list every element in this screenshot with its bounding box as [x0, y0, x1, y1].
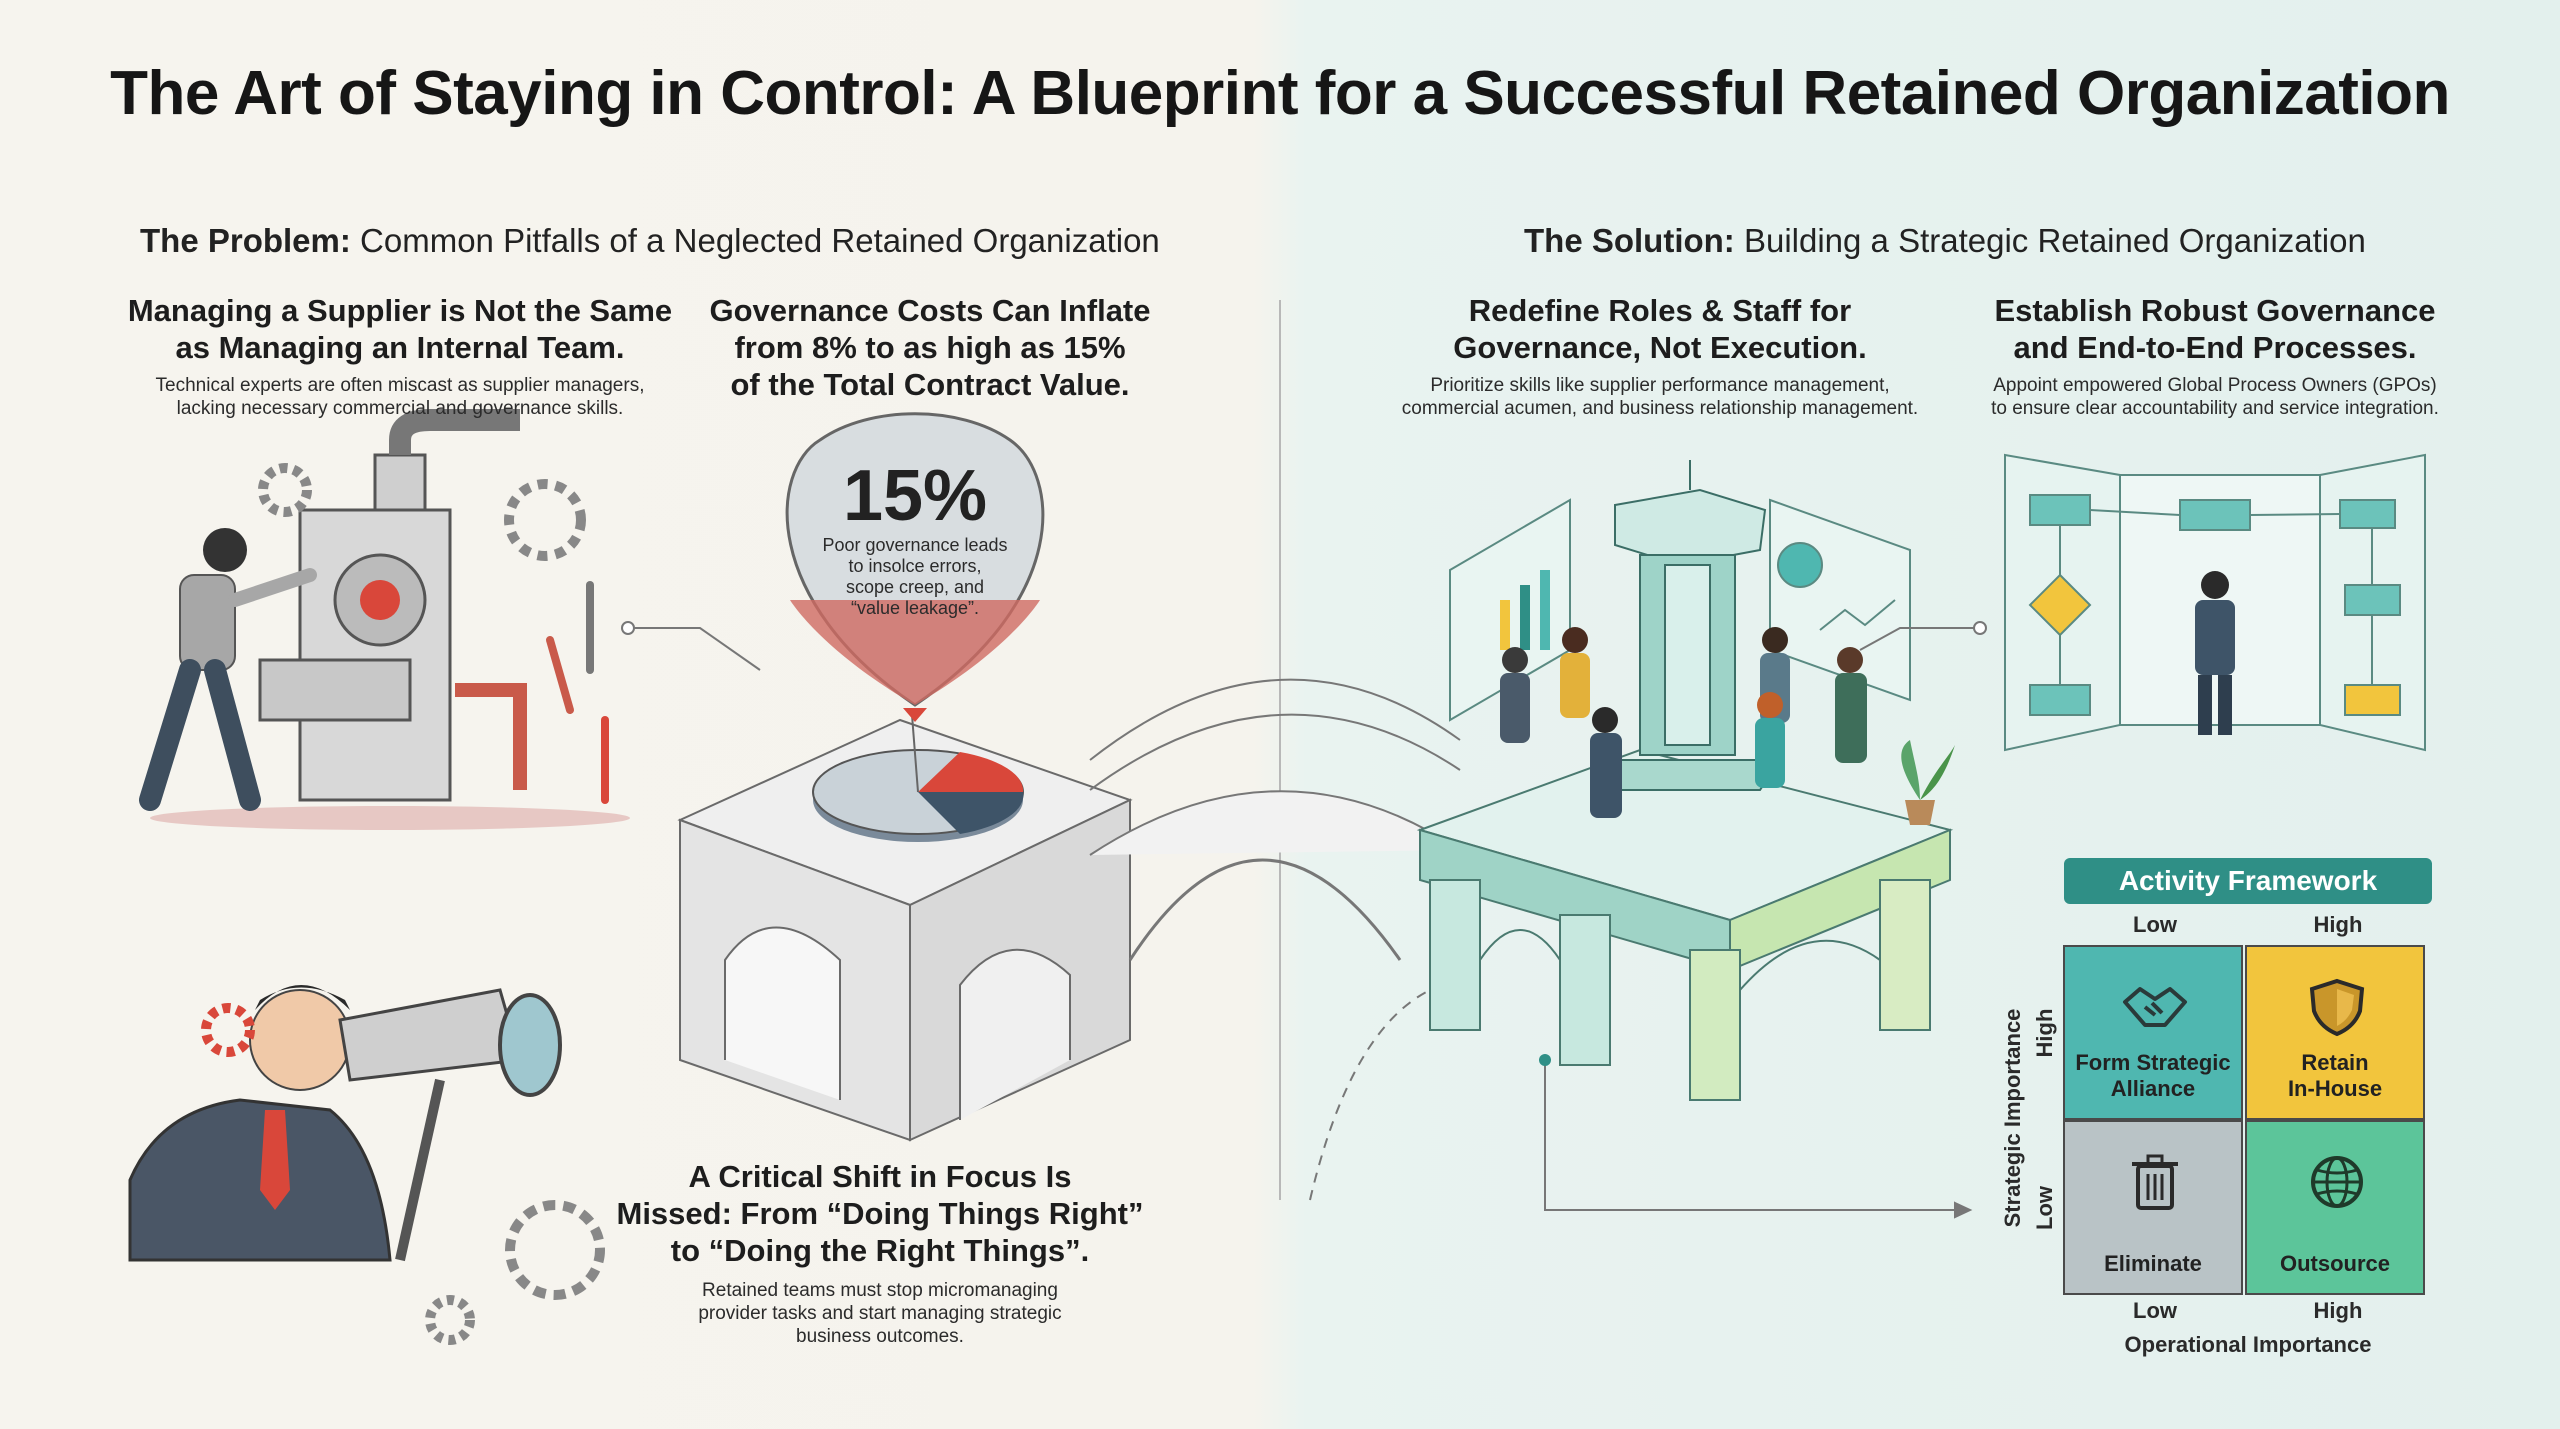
solution-subtitle: Building a Strategic Retained Organizati…: [1743, 222, 2366, 259]
problem-subtitle: Common Pitfalls of a Neglected Retained …: [360, 222, 1160, 259]
telescope-businessman-illustration: [128, 985, 562, 1262]
body-line: provider tasks and start managing strate…: [698, 1303, 1062, 1324]
balloon-icon: [785, 412, 1045, 793]
control-tower-icon: [1598, 460, 1782, 791]
block-heading: Governance Costs Can Inflate from 8% to …: [680, 292, 1180, 403]
cell-eliminate: Eliminate: [2063, 1120, 2243, 1295]
cell-outsource: Outsource: [2245, 1120, 2425, 1295]
solution-section-heading: The Solution: Building a Strategic Retai…: [1524, 222, 2366, 260]
body-line: business outcomes.: [796, 1326, 964, 1347]
block-body: Retained teams must stop micromanaging p…: [600, 1279, 1160, 1348]
cell-label: Retain In-House: [2288, 1050, 2382, 1102]
balloon-line: scope creep, and: [845, 577, 985, 597]
people-group-icon: [1500, 627, 1867, 818]
solution-label: The Solution:: [1524, 222, 1735, 259]
block-heading: Establish Robust Governance and End-to-E…: [1930, 292, 2500, 366]
problem-block-critical-shift: A Critical Shift in Focus Is Missed: Fro…: [600, 1158, 1160, 1348]
connector-lines: [621, 621, 1987, 1219]
body-line: Appoint empowered Global Process Owners …: [1993, 375, 2437, 396]
cell-form-strategic-alliance: Form Strategic Alliance: [2063, 945, 2243, 1120]
cell-label-line: Outsource: [2279, 1251, 2391, 1276]
presenter-icon: [2195, 571, 2235, 735]
bridge: [1089, 678, 1461, 961]
pie-chart-icon: [812, 749, 1024, 842]
gear-icon: [201, 1003, 605, 1345]
heading-line: from 8% to as high as 15%: [734, 330, 1126, 365]
x-axis-low-bottom: Low: [2133, 1298, 2177, 1323]
heading-line: Governance Costs Can Inflate: [709, 293, 1151, 328]
body-line: Technical experts are often miscast as s…: [155, 375, 645, 396]
cell-label: Form Strategic Alliance: [2075, 1050, 2230, 1102]
cell-label-line: Retain: [2301, 1050, 2369, 1075]
y-axis-high: High: [2032, 1008, 2057, 1058]
y-axis-label: Strategic Importance: [2000, 1008, 2025, 1228]
problem-block-governance-costs: Governance Costs Can Inflate from 8% to …: [680, 292, 1180, 403]
heading-line: Managing a Supplier is Not the Same: [127, 293, 673, 328]
body-line: to ensure clear accountability and servi…: [1991, 398, 2439, 419]
x-axis-label: Operational Importance: [2124, 1332, 2372, 1357]
wrench-icon: [546, 581, 609, 804]
problem-label: The Problem:: [140, 222, 351, 259]
heading-line: of the Total Contract Value.: [730, 367, 1130, 402]
body-line: lacking necessary commercial and governa…: [176, 398, 624, 419]
body-line: commercial acumen, and business relation…: [1401, 398, 1919, 419]
cell-label: Outsource: [2280, 1251, 2390, 1277]
heading-line: and End-to-End Processes.: [2013, 330, 2417, 365]
problem-block-supplier: Managing a Supplier is Not the Same as M…: [60, 292, 740, 420]
cell-label: Eliminate: [2104, 1251, 2202, 1277]
problem-section-heading: The Problem: Common Pitfalls of a Neglec…: [140, 222, 1160, 260]
body-line: Prioritize skills like supplier performa…: [1430, 375, 1890, 396]
block-heading: A Critical Shift in Focus Is Missed: Fro…: [600, 1158, 1160, 1269]
cell-label-line: Eliminate: [2104, 1251, 2202, 1276]
heading-line: Establish Robust Governance: [1994, 293, 2436, 328]
balloon-line: “value leakage”.: [850, 598, 980, 618]
right-teal-platform: [1416, 748, 1954, 1101]
heading-line: as Managing an Internal Team.: [175, 330, 625, 365]
heading-line: Governance, Not Execution.: [1453, 330, 1867, 365]
block-body: Technical experts are often miscast as s…: [60, 374, 740, 420]
cell-label-line: Form Strategic: [2075, 1050, 2231, 1075]
block-body: Prioritize skills like supplier performa…: [1340, 374, 1980, 420]
plant-icon: [1901, 740, 1955, 825]
body-line: Retained teams must stop micromanaging: [702, 1280, 1058, 1301]
heading-line: Redefine Roles & Staff for: [1468, 293, 1852, 328]
dashboard-panel-left: [1449, 498, 1571, 722]
block-body: Appoint empowered Global Process Owners …: [1930, 374, 2500, 420]
x-axis-high-bottom: High: [2313, 1298, 2363, 1323]
balloon-line: to insolce errors,: [848, 556, 982, 576]
heading-line: Missed: From “Doing Things Right”: [616, 1196, 1144, 1231]
balloon-text: Poor governance leads to insolce errors,…: [805, 535, 1025, 619]
globe-icon: [2311, 1156, 2363, 1208]
block-heading: Redefine Roles & Staff for Governance, N…: [1340, 292, 1980, 366]
balloon-value: 15%: [842, 456, 988, 536]
shield-icon: [2309, 978, 2365, 1037]
page-title: The Art of Staying in Control: A Bluepri…: [110, 59, 2450, 128]
gear-icon: [258, 463, 586, 561]
x-axis-low-top: Low: [2133, 912, 2177, 937]
block-heading: Managing a Supplier is Not the Same as M…: [60, 292, 740, 366]
cell-retain-in-house: Retain In-House: [2245, 945, 2425, 1120]
cell-label-line: Alliance: [2110, 1076, 2196, 1101]
trash-icon: [2132, 1154, 2178, 1210]
x-axis-high-top: High: [2313, 912, 2363, 937]
activity-matrix: Form Strategic Alliance Retain In-House …: [2063, 945, 2433, 1295]
heading-line: A Critical Shift in Focus Is: [688, 1159, 1072, 1194]
activity-framework-title: Activity Framework: [2064, 858, 2432, 904]
handshake-icon: [2123, 987, 2187, 1027]
solution-block-redefine-roles: Redefine Roles & Staff for Governance, N…: [1340, 292, 1980, 420]
cell-label-line: In-House: [2287, 1076, 2383, 1101]
technician-machine-illustration: [139, 409, 630, 830]
solution-block-governance: Establish Robust Governance and End-to-E…: [1930, 292, 2500, 420]
dashboard-panel-right: [1769, 498, 1911, 702]
y-axis-low: Low: [2032, 1186, 2057, 1230]
balloon-line: Poor governance leads: [822, 535, 1008, 555]
heading-line: to “Doing the Right Things”.: [670, 1233, 1090, 1268]
